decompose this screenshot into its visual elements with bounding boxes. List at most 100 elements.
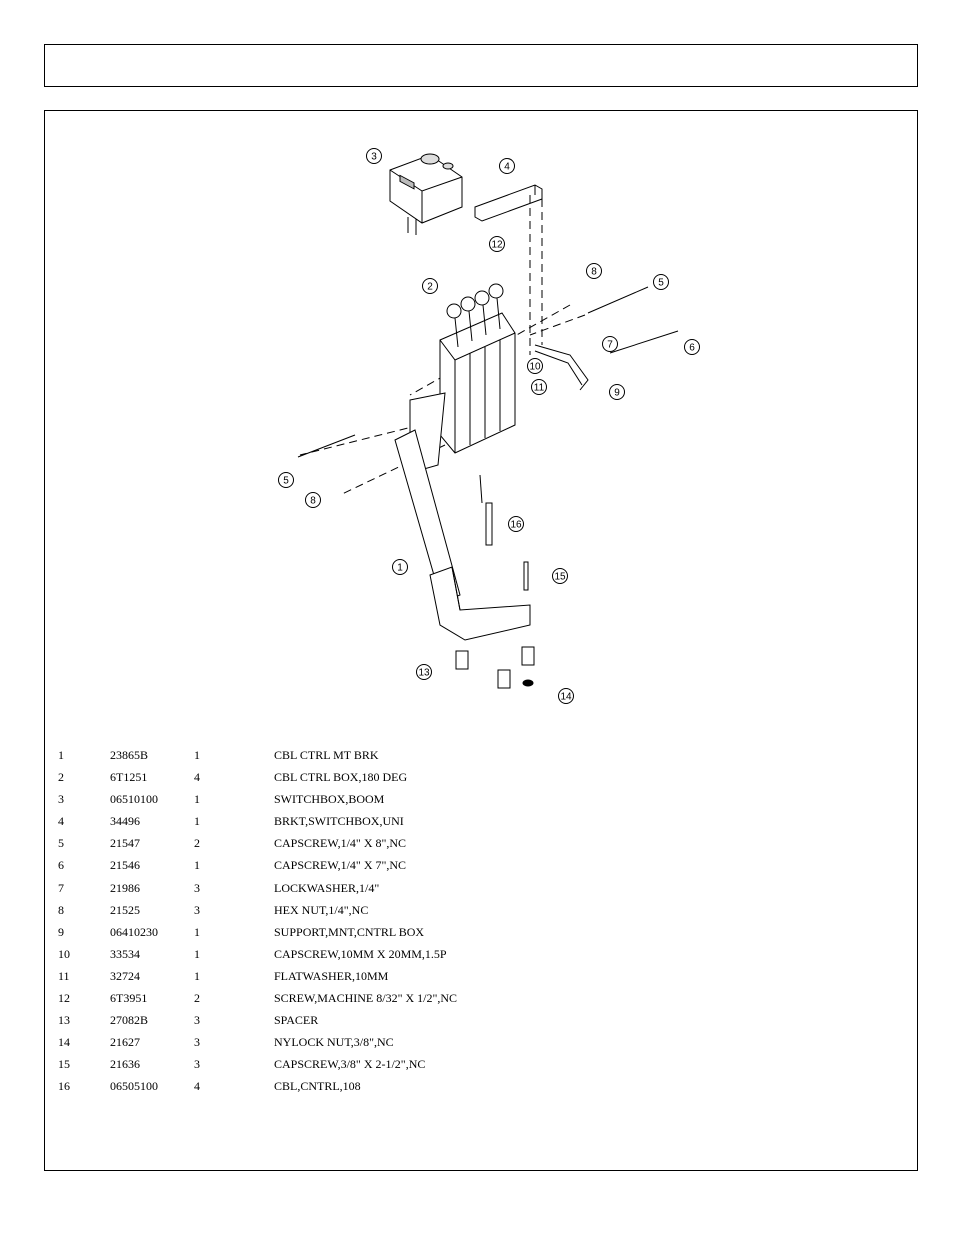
- item-number: 2: [58, 770, 64, 785]
- quantity: 4: [194, 770, 200, 785]
- description: CAPSCREW,1/4" X 8",NC: [274, 836, 407, 851]
- callout-label: 1: [397, 563, 403, 574]
- quantity: 2: [194, 991, 200, 1006]
- description: FLATWASHER,10MM: [274, 968, 389, 983]
- callout-circle: [416, 664, 432, 680]
- part-number: 21546: [110, 858, 140, 873]
- switchbox-bracket-part: [474, 184, 543, 222]
- item-number: 8: [58, 902, 64, 917]
- description: CBL,CNTRL,108: [274, 1079, 361, 1094]
- callout-label: 14: [560, 692, 572, 703]
- assembly-drawing: [297, 153, 679, 689]
- callout-label: 13: [418, 668, 430, 679]
- callout-circle: [558, 688, 574, 704]
- callout-12: 12: [489, 236, 505, 252]
- part-number: 32724: [110, 968, 140, 983]
- mount-bracket-part: [394, 392, 531, 641]
- quantity: 4: [194, 1079, 200, 1094]
- callout-circle: [653, 274, 669, 290]
- item-number: 12: [58, 991, 70, 1006]
- callout-label: 3: [371, 152, 377, 163]
- quantity: 3: [194, 1035, 200, 1050]
- quantity: 3: [194, 1057, 200, 1072]
- callout-circle: [531, 379, 547, 395]
- description: CAPSCREW,3/8" X 2-1/2",NC: [274, 1057, 426, 1072]
- callout-label: 15: [554, 572, 566, 583]
- callout-13: 13: [416, 664, 432, 680]
- callout-label: 4: [504, 162, 510, 173]
- description: CAPSCREW,10MM X 20MM,1.5P: [274, 946, 447, 961]
- content-box: [44, 110, 918, 1171]
- callout-label: 2: [427, 282, 433, 293]
- part-number: 27082B: [110, 1013, 149, 1028]
- part-number: 34496: [110, 814, 140, 829]
- callout-circle: [552, 568, 568, 584]
- description: NYLOCK NUT,3/8",NC: [274, 1035, 394, 1050]
- callout-2: 2: [422, 278, 438, 294]
- control-box-part: [439, 283, 516, 454]
- callout-circle: [602, 336, 618, 352]
- callout-circle: [392, 559, 408, 575]
- quantity: 1: [194, 792, 200, 807]
- item-number: 16: [58, 1079, 70, 1094]
- quantity: 1: [194, 946, 200, 961]
- quantity: 3: [194, 1013, 200, 1028]
- callout-circle: [278, 472, 294, 488]
- capscrew-15-part: [523, 561, 529, 591]
- item-number: 13: [58, 1013, 70, 1028]
- callout-4: 4: [499, 158, 515, 174]
- callout-14: 14: [558, 688, 574, 704]
- callout-label: 8: [591, 267, 597, 278]
- capscrews: [297, 286, 679, 458]
- part-number: 21986: [110, 880, 140, 895]
- callout-circle: [366, 148, 382, 164]
- callout-circle: [499, 158, 515, 174]
- part-number: 21636: [110, 1057, 140, 1072]
- callout-10: 10: [527, 358, 543, 374]
- item-number: 5: [58, 836, 64, 851]
- spacers: [455, 646, 535, 689]
- part-number: 06510100: [110, 792, 158, 807]
- callout-11: 11: [531, 379, 547, 395]
- part-number: 06410230: [110, 924, 158, 939]
- description: SPACER: [274, 1013, 319, 1028]
- callout-3: 3: [366, 148, 382, 164]
- description: SWITCHBOX,BOOM: [274, 792, 385, 807]
- callout-label: 11: [534, 383, 545, 394]
- quantity: 3: [194, 902, 200, 917]
- item-number: 9: [58, 924, 64, 939]
- description: SUPPORT,MNT,CNTRL BOX: [274, 924, 425, 939]
- part-number: 6T1251: [110, 770, 148, 785]
- callout-8: 8: [305, 492, 321, 508]
- part-number: 33534: [110, 946, 140, 961]
- description: CBL CTRL MT BRK: [274, 748, 379, 762]
- quantity: 3: [194, 880, 200, 895]
- callout-6: 6: [684, 339, 700, 355]
- part-number: 06505100: [110, 1079, 158, 1094]
- callout-5: 5: [278, 472, 294, 488]
- part-number: 21525: [110, 902, 140, 917]
- callout-label: 5: [658, 278, 664, 289]
- item-number: 4: [58, 814, 64, 829]
- item-number: 15: [58, 1057, 70, 1072]
- callout-label: 7: [607, 340, 613, 351]
- part-number: 23865B: [110, 748, 149, 762]
- nylock-nut-part: [522, 679, 534, 687]
- description: HEX NUT,1/4",NC: [274, 902, 369, 917]
- callout-label: 8: [310, 496, 316, 507]
- item-number: 10: [58, 946, 70, 961]
- control-cable-part: [479, 474, 493, 546]
- item-number: 14: [58, 1035, 70, 1050]
- callout-label: 9: [614, 388, 620, 399]
- part-number: 6T3951: [110, 991, 148, 1006]
- description: BRKT,SWITCHBOX,UNI: [274, 814, 404, 829]
- callout-7: 7: [602, 336, 618, 352]
- quantity: 2: [194, 836, 200, 851]
- switchbox-part: [389, 153, 463, 235]
- callout-circle: [586, 263, 602, 279]
- item-number: 7: [58, 880, 64, 895]
- callout-circle: [422, 278, 438, 294]
- description: CAPSCREW,1/4" X 7",NC: [274, 858, 407, 873]
- callout-label: 16: [510, 520, 522, 531]
